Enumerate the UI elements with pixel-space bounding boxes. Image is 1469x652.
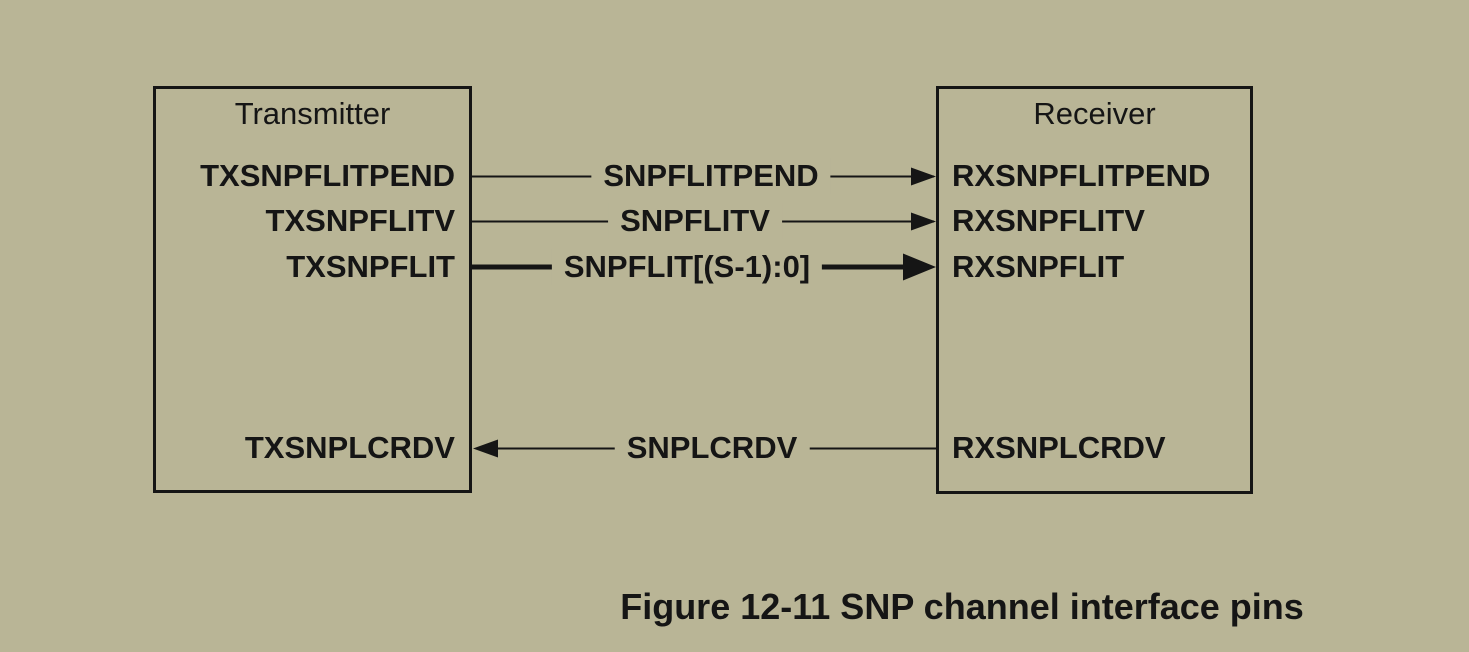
receiver-box — [936, 86, 1253, 494]
figure-caption: Figure 12-11 SNP channel interface pins — [620, 586, 1304, 627]
rx-pin-rxsnplcrdv: RXSNPLCRDV — [952, 430, 1166, 465]
arrowhead-left-icon — [473, 439, 498, 458]
signal-label-snplcrdv: SNPLCRDV — [614, 430, 810, 466]
tx-pin-txsnpflitv: TXSNPFLITV — [265, 203, 455, 238]
transmitter-title: Transmitter — [234, 96, 391, 131]
tx-pin-txsnpflit: TXSNPFLIT — [286, 249, 455, 284]
signal-label-snpflit-bus: SNPFLIT[(S-1):0] — [551, 249, 823, 285]
transmitter-box — [153, 86, 472, 493]
tx-pin-txsnplcrdv: TXSNPLCRDV — [244, 430, 455, 465]
arrowhead-right-icon — [911, 212, 936, 231]
tx-pin-txsnpflitpend: TXSNPFLITPEND — [200, 158, 455, 193]
rx-pin-rxsnpflitv: RXSNPFLITV — [952, 203, 1145, 238]
arrowhead-right-icon — [911, 167, 936, 186]
receiver-title: Receiver — [1033, 96, 1156, 131]
rx-pin-rxsnpflitpend: RXSNPFLITPEND — [952, 158, 1211, 193]
signal-label-snpflitpend: SNPFLITPEND — [591, 158, 831, 194]
arrowhead-right-icon — [903, 253, 936, 281]
rx-pin-rxsnpflit: RXSNPFLIT — [952, 249, 1125, 284]
signal-label-snpflitv: SNPFLITV — [608, 203, 782, 239]
